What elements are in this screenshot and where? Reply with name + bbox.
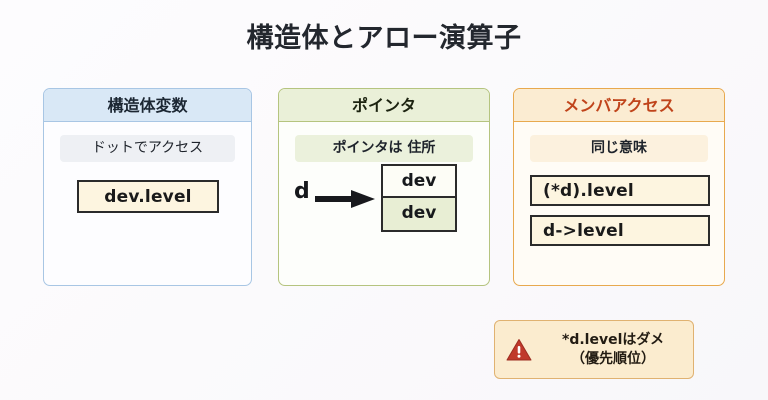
code-arrow-level: d->level: [530, 215, 710, 246]
card-member-access: メンバアクセス 同じ意味 (*d).level d->level: [513, 88, 725, 286]
code-dev-level: dev.level: [77, 180, 219, 213]
warning-line-1: *d.levelはダメ: [562, 331, 664, 348]
memory-block: dev dev: [381, 164, 457, 232]
memory-cell-bottom: dev: [383, 198, 455, 230]
warning-callout: *d.levelはダメ （優先順位）: [494, 320, 694, 379]
card-struct-variable: 構造体変数 ドットでアクセス dev.level: [43, 88, 252, 286]
card-struct-header: 構造体変数: [44, 89, 251, 122]
card-struct-band: ドットでアクセス: [60, 135, 235, 162]
memory-cell-top: dev: [383, 166, 455, 198]
card-member-band: 同じ意味: [530, 135, 708, 162]
card-member-header: メンバアクセス: [514, 89, 724, 122]
card-pointer-header: ポインタ: [279, 89, 489, 122]
page-title: 構造体とアロー演算子: [246, 23, 522, 54]
card-member-body: 同じ意味 (*d).level d->level: [514, 122, 724, 285]
pointer-variable-label: d: [294, 179, 310, 204]
card-pointer: ポインタ ポインタは 住所 d dev dev: [278, 88, 490, 286]
card-pointer-band: ポインタは 住所: [295, 135, 473, 162]
warning-line-2: （優先順位）: [571, 350, 655, 367]
card-struct-body: ドットでアクセス dev.level: [44, 122, 251, 285]
warning-text: *d.levelはダメ （優先順位）: [539, 331, 693, 369]
card-pointer-body: ポインタは 住所 d dev dev: [279, 122, 489, 285]
code-deref-level: (*d).level: [530, 175, 710, 206]
arrow-right-icon: [315, 190, 375, 208]
warning-triangle-icon: [506, 338, 532, 360]
